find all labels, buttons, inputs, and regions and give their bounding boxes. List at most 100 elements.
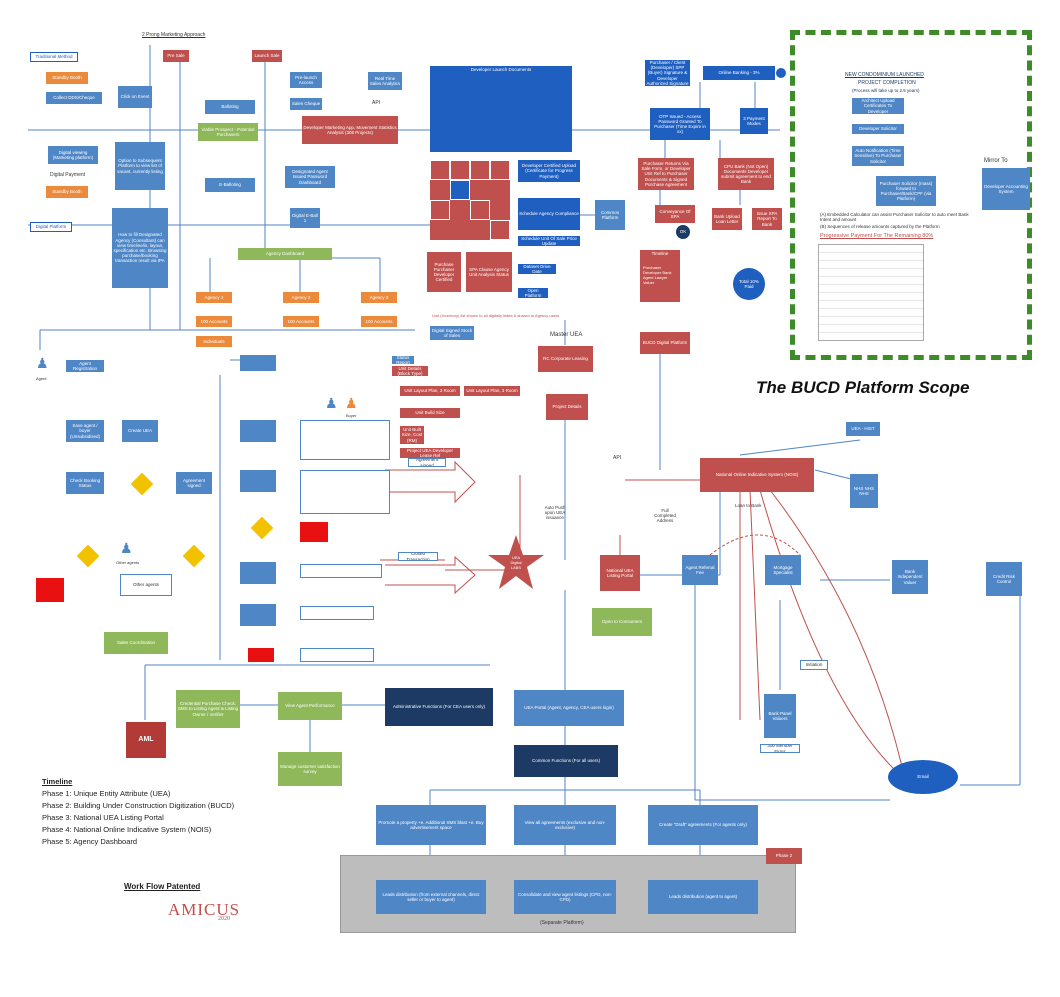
detail-box-4: [300, 606, 374, 620]
detail-box-5: [300, 648, 374, 662]
common-functions-box: Common Functions (For all users): [514, 745, 618, 777]
loan-to-bank-label: Loan to Bank: [735, 503, 762, 508]
developer-solicitor-box: Developer Solicitor: [852, 124, 904, 134]
agency-2-accounts: 100 Accounts: [283, 316, 319, 327]
realtime-analytics-box: Real Time Sales Analytics: [368, 72, 402, 90]
agreement-node: Agreement signed: [176, 472, 212, 494]
two-prong-label: 2 Prong Marketing Approach: [142, 32, 206, 38]
rc-leasing-box: RC Corporate Leasing: [538, 346, 593, 372]
online-banking-dot: [776, 68, 786, 78]
auto-push-label: Auto Push upon UEA issuance: [544, 505, 566, 520]
amicus-year: 2020: [218, 916, 230, 922]
progress-payment-table: [818, 244, 924, 341]
bank-upload-box: Bank Upload Loan Letter: [712, 208, 742, 230]
scope-head-1: NEW CONDOMINIUM LAUNCHED: [845, 72, 924, 78]
nhs-box: NHS NHS NHS: [850, 474, 878, 508]
sales-cheque-box: Sales Cheque: [290, 98, 322, 110]
dataset-drive-box: Dataset Drive Date: [518, 264, 556, 274]
inventory-note: Unit (Inventory) list shown to all digit…: [432, 313, 560, 318]
leads-external-box: Leads distribution (from external channe…: [376, 880, 486, 914]
standby-booth-box: Standby Booth: [46, 72, 88, 84]
unit-grid-table: [430, 160, 510, 240]
online-banking-box: Online Banking - 3%: [703, 66, 775, 80]
option-platform-box: Option to Subsequent Platform to view li…: [115, 142, 165, 190]
traditional-method-label: Traditional Method: [30, 52, 78, 62]
total-paid-circle: Total 10% Paid: [733, 268, 765, 300]
agency-3-box: Agency 3: [361, 292, 397, 303]
agreement-signed-label: Agreement signed: [408, 458, 446, 467]
purchaser-returns-box: Purchaser Returns Via Sale Form, or Deve…: [638, 158, 694, 190]
agent-referral-box: Agent Referral Fee: [682, 555, 718, 585]
payment-modes-box: 3 Payment Modes: [740, 108, 768, 134]
reject-node-1: [36, 578, 64, 602]
manage-survey-box: Manage customer satisfaction survey: [278, 752, 342, 786]
digital-eball-box: Digital E-Ball 1: [290, 208, 320, 228]
prelaunch-box: Pre-launch Access: [290, 72, 322, 88]
e-balloting-box: E-Balloting: [205, 178, 255, 192]
click-event-box: Click on Event: [118, 86, 152, 108]
agency-1-accounts: 100 Accounts: [196, 316, 232, 327]
spa-clause-box: SPA Clause Agency Unit Analysis Status: [466, 252, 512, 292]
unit-build-size-box: Unit Build Size: [400, 408, 460, 418]
api-label-1: API: [372, 100, 381, 106]
uea-digital-labs-star: [488, 535, 544, 589]
timeline-list-box: Timeline: [640, 250, 680, 302]
initiation-label: Initiation: [800, 660, 828, 670]
phase-2-badge: Phase 2: [766, 848, 802, 864]
developer-marketing-app-box: Developer Marketing App, Movement Statis…: [302, 116, 398, 144]
mid-flow-node-4: [240, 562, 276, 584]
scope-note-b: (B) Sequences of release amounts capture…: [820, 224, 940, 229]
bank-panel-box: Bank Panel Valuers: [764, 694, 796, 738]
developer-launch-documents: Developer Launch Documents: [430, 66, 572, 152]
agent-icon: ♟: [36, 355, 49, 371]
sales-coordination-node: Sales Coordination: [104, 632, 168, 654]
digital-viewing-box: Digital viewing (Marketing platform): [48, 146, 98, 164]
viable-prospect-box: Viable Prospect - Potential Purchasers: [198, 123, 258, 141]
consolidate-listings-box: Consolidate and view agent listings (CPD…: [514, 880, 616, 914]
mid-flow-node-3: [240, 470, 276, 492]
pre-sale-box: Pre Sale: [163, 50, 189, 62]
scope-note-a: (A) Embedded Calculator can assist Purch…: [820, 212, 969, 222]
create-draft-box: Create "Draft" agreements (For agents on…: [648, 805, 758, 845]
conveyance-spa-box: Conveyance Of SPA: [655, 205, 695, 223]
balloting-box: Balloting: [205, 100, 255, 114]
buyer-label: Buyer: [346, 413, 357, 418]
detail-box-2: [300, 470, 390, 514]
api-label-2: API: [613, 455, 622, 461]
collect-cheque-box: Collect DDS/Cheque: [46, 92, 102, 104]
purchaser-certified-box: Purchase Purchaser Developer Certified: [427, 252, 461, 292]
timeline-list-items: Purchaser Developer Bank Agent Lawyer Va…: [643, 265, 672, 285]
credit-risk-box: Credit Risk Control: [986, 562, 1022, 596]
launch-sale-box: Launch Sale: [252, 50, 282, 62]
check-booking-node: Check Booking Status: [66, 472, 104, 494]
cpu-bank-box: CPU Bank (Not Open) Documents Developer …: [718, 158, 774, 190]
phase-3: Phase 3: National UEA Listing Portal: [42, 813, 164, 822]
email-ellipse: Email: [888, 760, 958, 794]
issue-spa-report-box: Issue SPA Report To Bank: [752, 208, 782, 230]
credential-check-box: Credential Purchase Check: SMS to Listin…: [176, 690, 240, 728]
status-report-box: Status Report: [392, 356, 414, 364]
otp-issued-box: OTP Issued - Access Password Granted To …: [650, 108, 710, 140]
other-agents-label: Other agents: [116, 560, 140, 565]
mortgage-specialist-box: Mortgage Specialist: [765, 555, 801, 585]
timeline-list-title: Timeline: [651, 251, 669, 256]
unit-layout-box-1: Unit Layout Plan, 3 Room: [400, 386, 460, 396]
buyer-icon: ♟: [345, 395, 358, 411]
reject-node-3: [248, 648, 274, 662]
leads-agent-box: Leads distribution (agent to agent): [648, 880, 758, 914]
promote-property-box: Promote a property +e. Additional SMS bl…: [376, 805, 486, 845]
purchaser-signature-box: Purchaser / Client (Developer) SPP (Buye…: [645, 60, 690, 86]
scope-note-c: Progressive Payment For The Remaining 80…: [820, 233, 934, 239]
other-agent-icon: ♟: [120, 540, 133, 556]
agent-registration-node: Agent Registration: [66, 360, 104, 372]
schedule-agency-box: Schedule Agency Compliance: [518, 198, 580, 230]
agent-icon-2: ♟: [325, 395, 338, 411]
bucd-digital-platform-box: BUCD Digital Platform: [640, 332, 690, 354]
star-label: UEA Digital LABS: [510, 555, 522, 570]
developer-accounting-box: Developer Accounting System: [982, 168, 1030, 210]
project-uea-lease-box: Project UEA Developer Lease Ref: [400, 448, 460, 458]
agency-dashboard-box: Agency Dashboard: [238, 248, 332, 260]
auto-notification-box: Auto Notification (Time Sensitive) To Pu…: [852, 146, 904, 166]
individuals-box: Individuals: [196, 336, 232, 347]
digital-signed-box: Digital Signed Stock of Sales: [430, 326, 474, 340]
